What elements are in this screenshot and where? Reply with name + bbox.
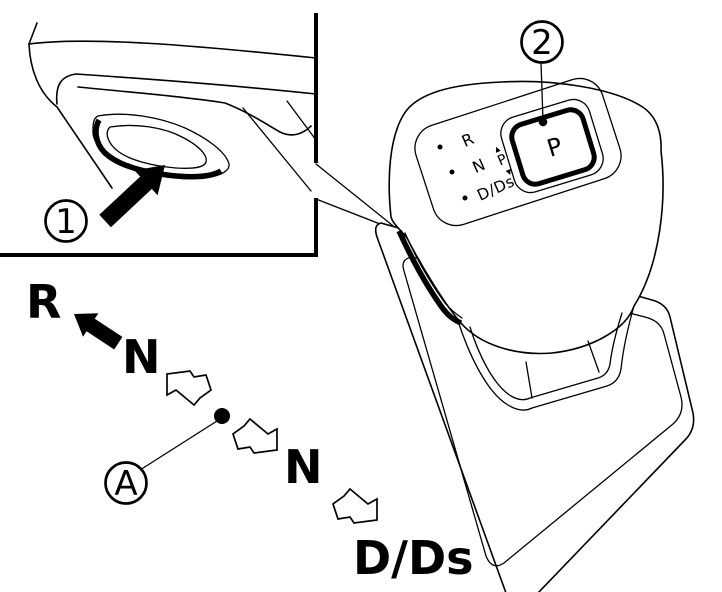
inset-border (0, 13, 318, 257)
shift-button-edge-inner (404, 232, 463, 319)
knob-face-plate (414, 77, 622, 227)
shift-button-edge (396, 229, 463, 326)
pattern-label-drive: D/Ds (353, 531, 474, 585)
lever-pivot-dot (214, 408, 230, 424)
callout-a-label: A (114, 464, 137, 504)
callout-1-label: 1 (55, 202, 77, 242)
pad-front-diagonal (242, 107, 312, 192)
indicator-dot-n (449, 169, 455, 175)
handle-contour (28, 22, 38, 45)
pattern-label-neutral-first: N (122, 330, 161, 384)
solid-arrow-icon (74, 313, 123, 350)
push-direction-arrow-icon (99, 165, 165, 228)
handle-front-edge (56, 106, 113, 189)
boot-opening-outer (457, 305, 635, 411)
boot-opening-inner (469, 312, 623, 401)
button-recess-shadow (93, 118, 223, 180)
callout-2-anchor-dot (538, 117, 548, 127)
park-button-bezel (500, 98, 604, 194)
callout-1-badge (44, 199, 88, 243)
boot-fold-lines (525, 340, 600, 399)
button-recess-inner (106, 124, 207, 169)
hollow-arrow-up-left-icon (166, 370, 213, 407)
indicator-dot-r (437, 144, 443, 150)
park-up-arrow-icon: ▲ (493, 144, 502, 154)
park-button (509, 107, 597, 187)
pad-top-edge (55, 73, 317, 105)
handle-top-edge (28, 40, 317, 59)
park-down-arrow-icon: ▼ (505, 167, 514, 177)
pad-corner-line (286, 100, 317, 141)
pattern-label-neutral-second: N (284, 440, 323, 494)
boot-recess-panel (402, 256, 683, 567)
callout-2-badge (520, 20, 564, 64)
pad-inner-edge (77, 86, 312, 136)
indicator-dot-d (462, 195, 468, 201)
inset-callout-lines (315, 163, 399, 232)
callout-2-leader-line (540, 62, 544, 121)
shift-pattern: R N N D/Ds A (26, 275, 474, 585)
callout-a-leader-line (139, 420, 218, 471)
callout-a-badge (104, 461, 148, 505)
inset-panel: 1 (0, 13, 318, 257)
callout-2-label: 2 (531, 23, 553, 63)
handle-left-edge (28, 43, 58, 108)
shifter-illustration: R N P ▲ ▼ D/Ds P 2 (374, 20, 695, 592)
hollow-arrow-down-right-icon (231, 417, 278, 454)
pattern-label-reverse: R (26, 275, 61, 329)
hollow-arrow-to-drive-icon (331, 487, 378, 524)
